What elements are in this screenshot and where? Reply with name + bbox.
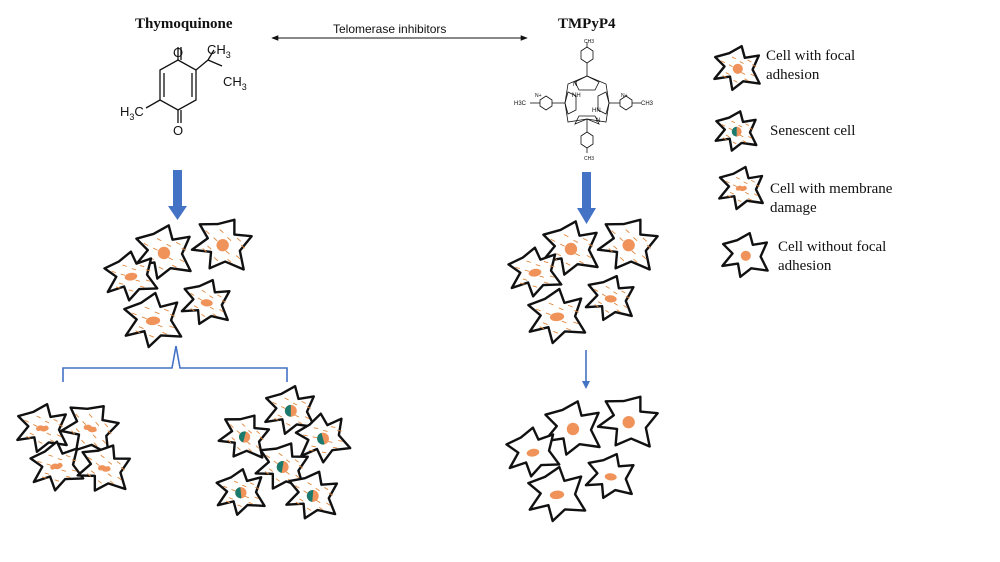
- telomerase-inhibitors-label: Telomerase inhibitors: [333, 22, 447, 36]
- tmpyp4-me-bottom: CH3: [584, 156, 594, 162]
- tmpyp4-n-right: N: [596, 118, 600, 124]
- cell-senescent-4: [215, 468, 266, 516]
- tmpyp4-hn: HN: [592, 108, 601, 114]
- cell-tmp-nofocal-0: [543, 400, 601, 456]
- legend-senescent-text: Senescent cell: [770, 123, 856, 139]
- treatment-arrow-left: [168, 170, 187, 220]
- cell-damage-3: [76, 444, 132, 492]
- cell-tmp-2: [507, 246, 563, 298]
- cell-tmp-3: [584, 274, 635, 322]
- atom-ch3-top: CH3: [207, 42, 231, 60]
- cell-tq-1: [190, 218, 253, 271]
- cell-tmp-4: [527, 287, 587, 345]
- tmpyp4-nplus-left: N+: [535, 93, 542, 99]
- atom-h3c-left: H3C: [120, 104, 144, 122]
- tmpyp4-structure: [530, 42, 641, 153]
- cell-tmp-1: [596, 218, 659, 271]
- cell-damage-1: [59, 404, 120, 456]
- membrane-damage-cell-icon: [718, 165, 764, 211]
- tmpyp4-label: TMPyP4: [558, 16, 616, 32]
- atom-ch3-right: CH3: [223, 74, 247, 92]
- thymoquinone-structure: [145, 47, 223, 123]
- thymoquinone-label: Thymoquinone: [135, 16, 233, 32]
- atom-o-top: O: [173, 45, 183, 60]
- cell-damage-2: [29, 440, 85, 492]
- thin-arrow-right: [582, 350, 590, 389]
- cell-tmp-nofocal-1: [596, 395, 659, 448]
- cell-groups: [16, 44, 769, 523]
- cell-tq-4: [123, 291, 183, 349]
- cell-senescent-1: [217, 414, 271, 459]
- tmpyp4-nplus-right: N+: [621, 93, 628, 99]
- cell-focal-adhesion-icon: [713, 44, 761, 92]
- tmpyp4-me-left: H3C: [514, 101, 527, 107]
- cell-tmp-nofocal-3: [584, 452, 635, 500]
- tmpyp4-me-top: CH3: [584, 39, 594, 45]
- tmpyp4-nh: NH: [572, 93, 581, 99]
- cell-tmp-nofocal-2: [505, 426, 561, 478]
- cell-senescent-5: [285, 470, 339, 520]
- tmpyp4-me-right: CH3: [641, 101, 654, 107]
- cell-without-focal-adhesion-icon: [721, 231, 769, 279]
- cell-damage-0: [16, 402, 68, 454]
- cell-tq-3: [180, 278, 231, 326]
- tmpyp4-n-left: N: [573, 82, 577, 88]
- cell-tmp-nofocal-4: [527, 465, 587, 523]
- split-brace: [62, 345, 288, 382]
- treatment-arrow-right: [577, 172, 596, 224]
- senescent-cell-icon: [714, 110, 758, 152]
- atom-o-bottom: O: [173, 123, 183, 138]
- cell-tq-2: [103, 250, 159, 302]
